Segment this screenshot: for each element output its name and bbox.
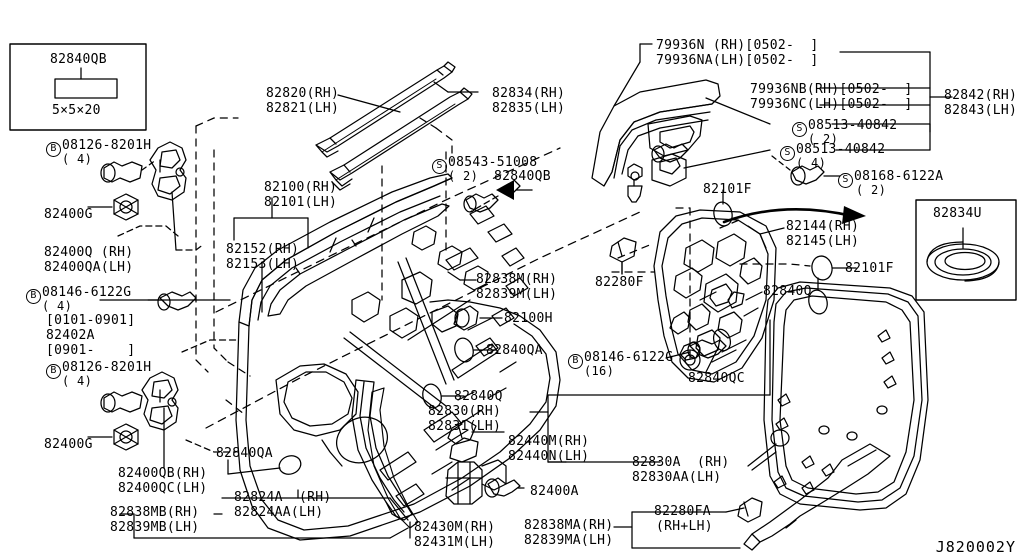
- callout-82280fa: 82280FA: [654, 504, 711, 519]
- callout-82100h: 82100H: [504, 311, 553, 326]
- callout-79936nb-rh: 79936NB(RH)[0502- ]: [750, 82, 913, 97]
- callout-82830aa-lh: 82830AA(LH): [632, 470, 722, 485]
- callout-82838ma-rh: 82838MA(RH): [524, 518, 614, 533]
- callout-82824aa-lh: 82824AA(LH): [234, 505, 324, 520]
- callout-82440n-lh: 82440N(LH): [508, 449, 590, 464]
- callout-82830-rh: 82830(RH): [428, 404, 502, 419]
- callout-82152-rh: 82152(RH): [226, 242, 300, 257]
- callout-82400q-rh: 82400Q (RH): [44, 245, 134, 260]
- callout-08126-8201h-top-qty: ( 4): [62, 152, 93, 166]
- callout-date-range-0101-0901: [0101-0901]: [46, 313, 136, 328]
- inset-grommet-part-number: 82834U: [933, 206, 982, 221]
- callout-82145-lh: 82145(LH): [786, 234, 860, 249]
- callout-08168-6122a-qty: ( 2): [856, 183, 887, 197]
- callout-82840q-right: 82840Q: [763, 284, 812, 299]
- callout-82839ma-lh: 82839MA(LH): [524, 533, 614, 548]
- callout-82820-rh: 82820(RH): [266, 86, 340, 101]
- callout-82821-lh: 82821(LH): [266, 101, 340, 116]
- circle-s-icon: S: [432, 159, 447, 174]
- callout-82431m-lh: 82431M(LH): [414, 535, 496, 550]
- callout-82840q-mid: 82840Q: [454, 389, 503, 404]
- circle-b-icon: B: [26, 289, 41, 304]
- inset-bolt-spec: 5×5×20: [52, 103, 101, 118]
- callout-82840qa-mid: 82840QA: [486, 343, 543, 358]
- callout-82838mb-rh: 82838MB(RH): [110, 505, 200, 520]
- callout-82400g-top: 82400G: [44, 207, 93, 222]
- circle-b-icon: B: [568, 354, 583, 369]
- callout-82153-lh: 82153(LH): [226, 257, 300, 272]
- callout-82824a-rh: 82824A (RH): [234, 490, 332, 505]
- callout-82400qa-lh: 82400QA(LH): [44, 260, 134, 275]
- callout-82402a: 82402A: [46, 328, 95, 343]
- callout-82280fa-side: (RH+LH): [656, 519, 713, 534]
- callout-82440m-rh: 82440M(RH): [508, 434, 590, 449]
- callout-82839mb-lh: 82839MB(LH): [110, 520, 200, 535]
- callout-82835-lh: 82835(LH): [492, 101, 566, 116]
- callout-82400a: 82400A: [530, 484, 579, 499]
- callout-82840qa-lower: 82840QA: [216, 446, 273, 461]
- callout-79936n-rh: 79936N (RH)[0502- ]: [656, 38, 819, 53]
- callout-82400g-bottom: 82400G: [44, 437, 93, 452]
- callout-08126-8201h-bottom-qty: ( 4): [62, 374, 93, 388]
- callout-08543-51008-qty: ( 2): [448, 169, 479, 183]
- callout-82101f-top: 82101F: [703, 182, 752, 197]
- callout-08513-40842-2-qty: ( 2): [808, 132, 839, 146]
- callout-82400qc-lh: 82400QC(LH): [118, 481, 208, 496]
- circle-b-icon: B: [46, 142, 61, 157]
- inset-bolt-part-number: 82840QB: [50, 52, 107, 67]
- diagram-watermark: J820002Y: [935, 538, 1016, 556]
- callout-08146-6122g-16-qty: (16): [584, 364, 615, 378]
- callout-82840qb: 82840QB: [494, 169, 551, 184]
- callout-82430m-rh: 82430M(RH): [414, 520, 496, 535]
- callout-82100-rh: 82100(RH): [264, 180, 338, 195]
- callout-82838m-rh: 82838M(RH): [476, 272, 558, 287]
- callout-82280f: 82280F: [595, 275, 644, 290]
- callout-82842-rh: 82842(RH): [944, 88, 1018, 103]
- callout-82101f-right: 82101F: [845, 261, 894, 276]
- circle-s-icon: S: [780, 146, 795, 161]
- circle-s-icon: S: [792, 122, 807, 137]
- callout-82400qb-rh: 82400QB(RH): [118, 466, 208, 481]
- callout-82843-lh: 82843(LH): [944, 103, 1018, 118]
- callout-79936nc-lh: 79936NC(LH)[0502- ]: [750, 97, 913, 112]
- callout-82840qc: 82840QC: [688, 371, 745, 386]
- callout-82830a-rh: 82830A (RH): [632, 455, 730, 470]
- circle-s-icon: S: [838, 173, 853, 188]
- callout-08146-6122g-4-qty: ( 4): [42, 299, 73, 313]
- callout-08513-40842-4-qty: ( 4): [796, 156, 827, 170]
- callout-79936na-lh: 79936NA(LH)[0502- ]: [656, 53, 819, 68]
- callout-82839m-lh: 82839M(LH): [476, 287, 558, 302]
- callout-82144-rh: 82144(RH): [786, 219, 860, 234]
- callout-82831-lh: 82831(LH): [428, 419, 502, 434]
- circle-b-icon: B: [46, 364, 61, 379]
- callout-82101-lh: 82101(LH): [264, 195, 338, 210]
- callout-82834-rh: 82834(RH): [492, 86, 566, 101]
- callout-date-range-0901: [0901- ]: [46, 343, 136, 358]
